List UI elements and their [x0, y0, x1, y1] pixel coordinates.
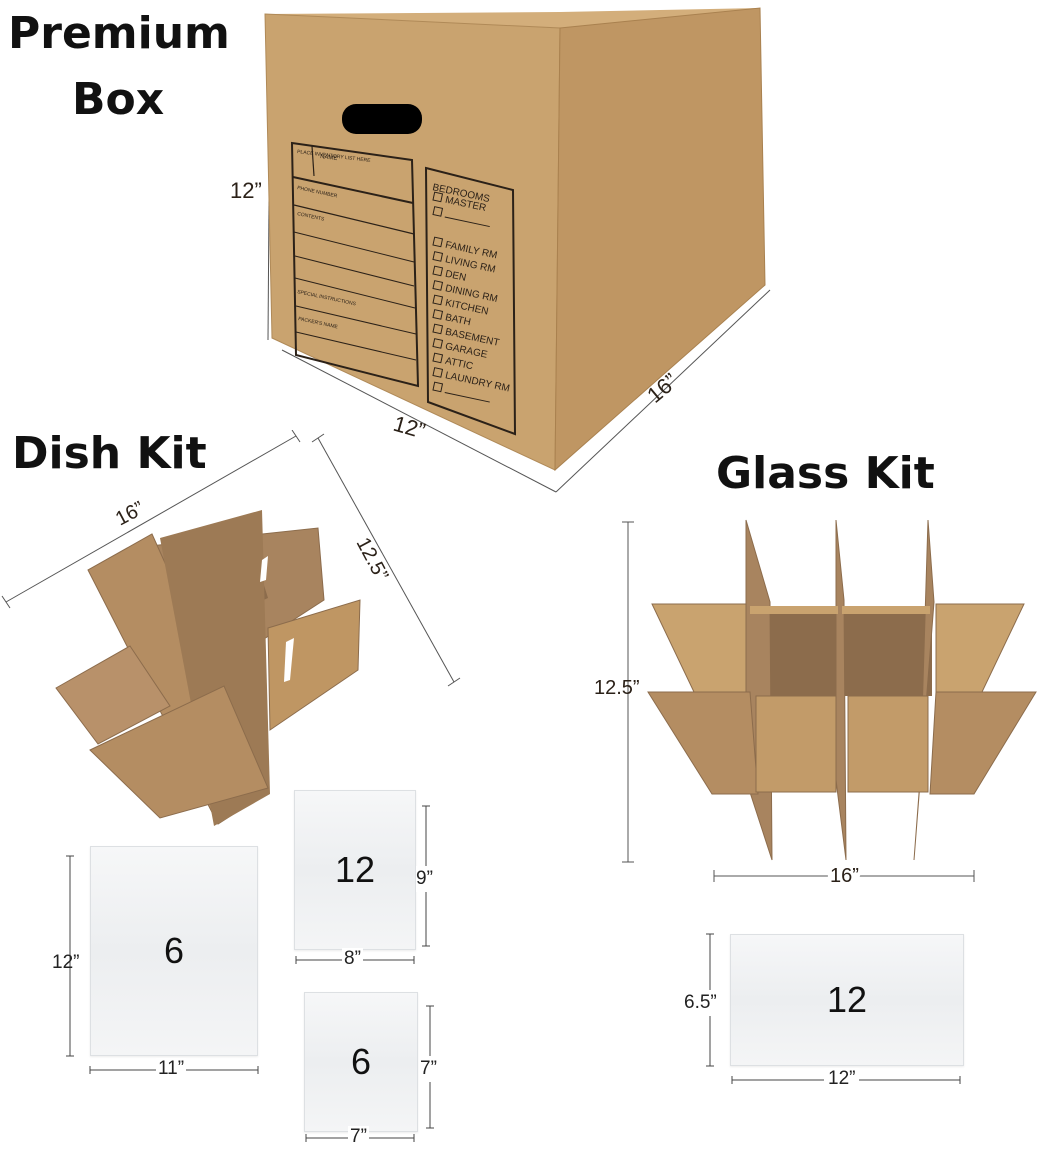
foam-sheet-large-count: 6: [163, 930, 185, 971]
glass-kit-sheet-group: 12 6.5” 12”: [670, 920, 1040, 1152]
foam-sheet-large-width: 11”: [156, 1058, 187, 1080]
checkbox-icon: [432, 236, 444, 248]
foam-sheet-glass-width: 12”: [824, 1068, 860, 1090]
room-checklist-item: DEN: [432, 265, 467, 284]
checkbox-icon: [432, 206, 444, 217]
glass-kit-divider-illustration: 12.5” 16”: [590, 510, 1040, 900]
room-label: BATH: [444, 312, 472, 328]
checkbox-icon: [432, 191, 444, 203]
checkbox-icon: [432, 367, 444, 378]
premium-box-title-line1: Premium: [8, 8, 230, 59]
room-checklist-item: BATH: [432, 309, 472, 328]
room-checklist-item: [432, 381, 490, 403]
foam-sheet-large: 6: [90, 846, 258, 1056]
form-name: NAME: [320, 154, 338, 162]
checkbox-icon: [432, 338, 444, 349]
dish-kit-length-label: 16”: [112, 497, 148, 530]
foam-sheet-medium-width: 8”: [342, 948, 363, 970]
foam-sheet-large-height: 12”: [52, 952, 80, 973]
form-contents: CONTENTS: [297, 211, 326, 223]
foam-sheet-small-height: 7”: [420, 1056, 437, 1082]
room-checklist-item: [432, 206, 490, 228]
dish-kit-title: Dish Kit: [12, 428, 207, 479]
foam-sheet-medium-height: 9”: [416, 866, 433, 892]
room-label: DEN: [444, 269, 467, 284]
checkbox-icon: [432, 323, 444, 335]
premium-box-title-line2: Box: [72, 74, 165, 125]
blank-line: [444, 392, 490, 403]
blank-line: [444, 216, 490, 228]
foam-sheet-medium: 12: [294, 790, 416, 950]
checkbox-icon: [432, 352, 444, 364]
glass-kit-height-label: 12.5”: [594, 677, 640, 699]
foam-sheet-small: 6: [304, 992, 418, 1132]
foam-sheet-glass-count: 12: [826, 979, 868, 1020]
checkbox-icon: [432, 294, 444, 306]
checkbox-icon: [432, 280, 444, 291]
dish-kit-sheets: 6 12” 11” 12 9” 8” 6 7” 7”: [0, 780, 470, 1152]
checkbox-icon: [432, 265, 444, 277]
foam-sheet-medium-count: 12: [334, 849, 376, 890]
foam-sheet-small-count: 6: [350, 1041, 372, 1082]
checkbox-icon: [432, 381, 444, 393]
foam-sheet-glass-height: 6.5”: [684, 990, 717, 1016]
foam-sheet-glass: 12: [730, 934, 964, 1066]
dish-kit-depth-label: 12.5”: [352, 534, 393, 585]
premium-box-illustration: PLACE INVENTORY LIST HERE NAME PHONE NUM…: [0, 0, 1040, 520]
checkbox-icon: [432, 309, 444, 320]
checkbox-icon: [432, 251, 444, 262]
dish-kit-divider-illustration: 16” 12.5”: [0, 430, 470, 830]
glass-kit-width-label: 16”: [830, 865, 859, 887]
box-height-label: 12”: [230, 178, 262, 203]
foam-sheet-small-width: 7”: [348, 1126, 369, 1148]
glass-kit-title: Glass Kit: [716, 448, 935, 499]
